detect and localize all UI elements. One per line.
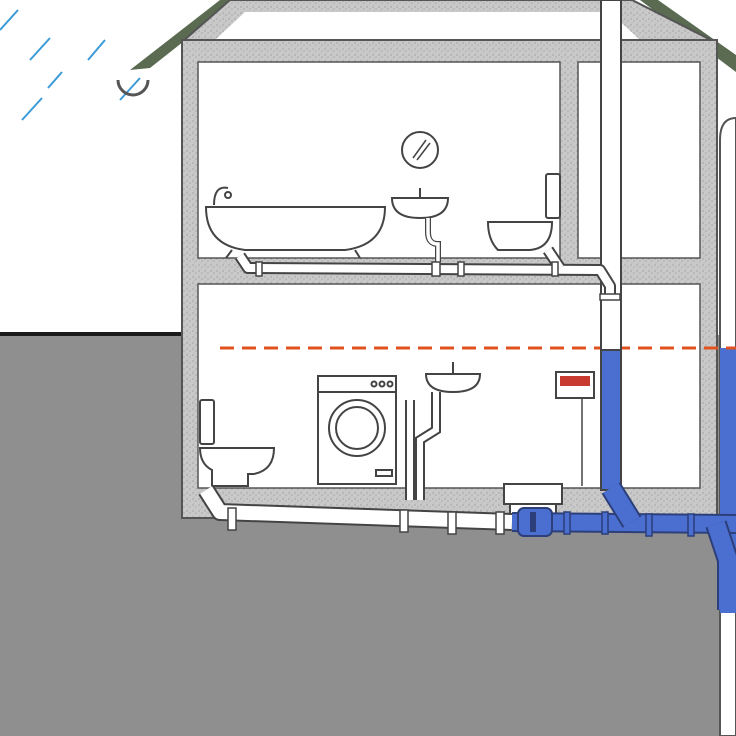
floor-toilet-icon: [198, 399, 276, 487]
washing-machine-icon: [317, 375, 397, 485]
basement-drain-pipes: [405, 392, 441, 500]
bathtub-icon: [204, 186, 387, 259]
mirror-icon: [401, 131, 439, 169]
downpipe-flooded: [600, 349, 622, 491]
basement-washbasin-icon: [424, 362, 482, 394]
collector-pipe: [198, 485, 513, 535]
wall-toilet-icon: [486, 173, 561, 251]
backflow-valve-icon: [517, 507, 553, 537]
rain-icon: [0, 9, 141, 121]
washbasin-icon: [390, 188, 450, 262]
upper-collector-pipe: [235, 246, 621, 301]
attic-space: [215, 12, 640, 40]
upper-room-right: [577, 61, 701, 259]
sewer-connection: [511, 482, 736, 610]
control-panel-icon: [555, 371, 595, 486]
gutter: [116, 79, 150, 97]
